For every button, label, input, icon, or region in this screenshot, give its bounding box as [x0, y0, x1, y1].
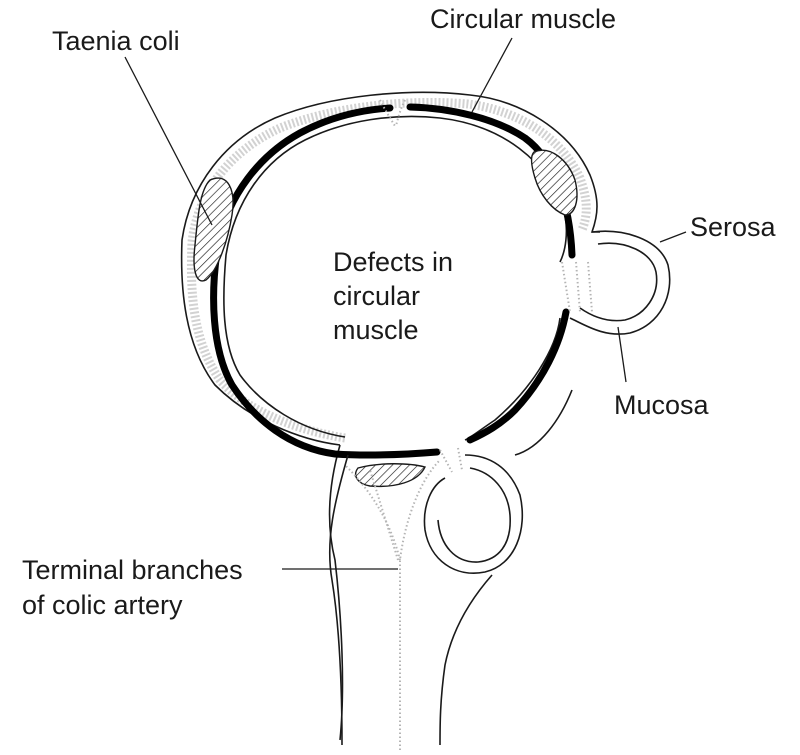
label-taenia-coli: Taenia coli	[52, 26, 180, 56]
colic-artery-branches	[345, 460, 440, 750]
leader-serosa	[660, 232, 686, 242]
taenia-coli-bottom	[356, 464, 425, 487]
label-defects-line2: circular	[333, 281, 420, 311]
label-serosa: Serosa	[690, 212, 777, 242]
label-circular-muscle: Circular muscle	[430, 4, 616, 34]
serosa-outer-wall	[182, 92, 600, 740]
mucosa-inner-lumen	[224, 116, 567, 440]
leader-circular-muscle	[472, 38, 512, 112]
label-defects-line1: Defects in	[333, 247, 453, 277]
bottom-diverticulum	[424, 455, 522, 573]
label-terminal-line2: of colic artery	[22, 590, 183, 620]
muscle-defect-stipple-side	[562, 262, 592, 312]
label-defects-line3: muscle	[333, 315, 419, 345]
taenia-coli-left	[194, 178, 233, 281]
leader-mucosa	[618, 327, 626, 382]
label-terminal-line1: Terminal branches	[22, 555, 243, 585]
right-diverticulum	[570, 231, 670, 334]
label-mucosa: Mucosa	[614, 390, 710, 420]
circular-muscle-band-3	[470, 312, 566, 440]
mesentery-right-edge	[440, 575, 492, 745]
muscle-defect-stipple-bottom	[440, 448, 462, 472]
leader-taenia-coli	[125, 57, 212, 225]
